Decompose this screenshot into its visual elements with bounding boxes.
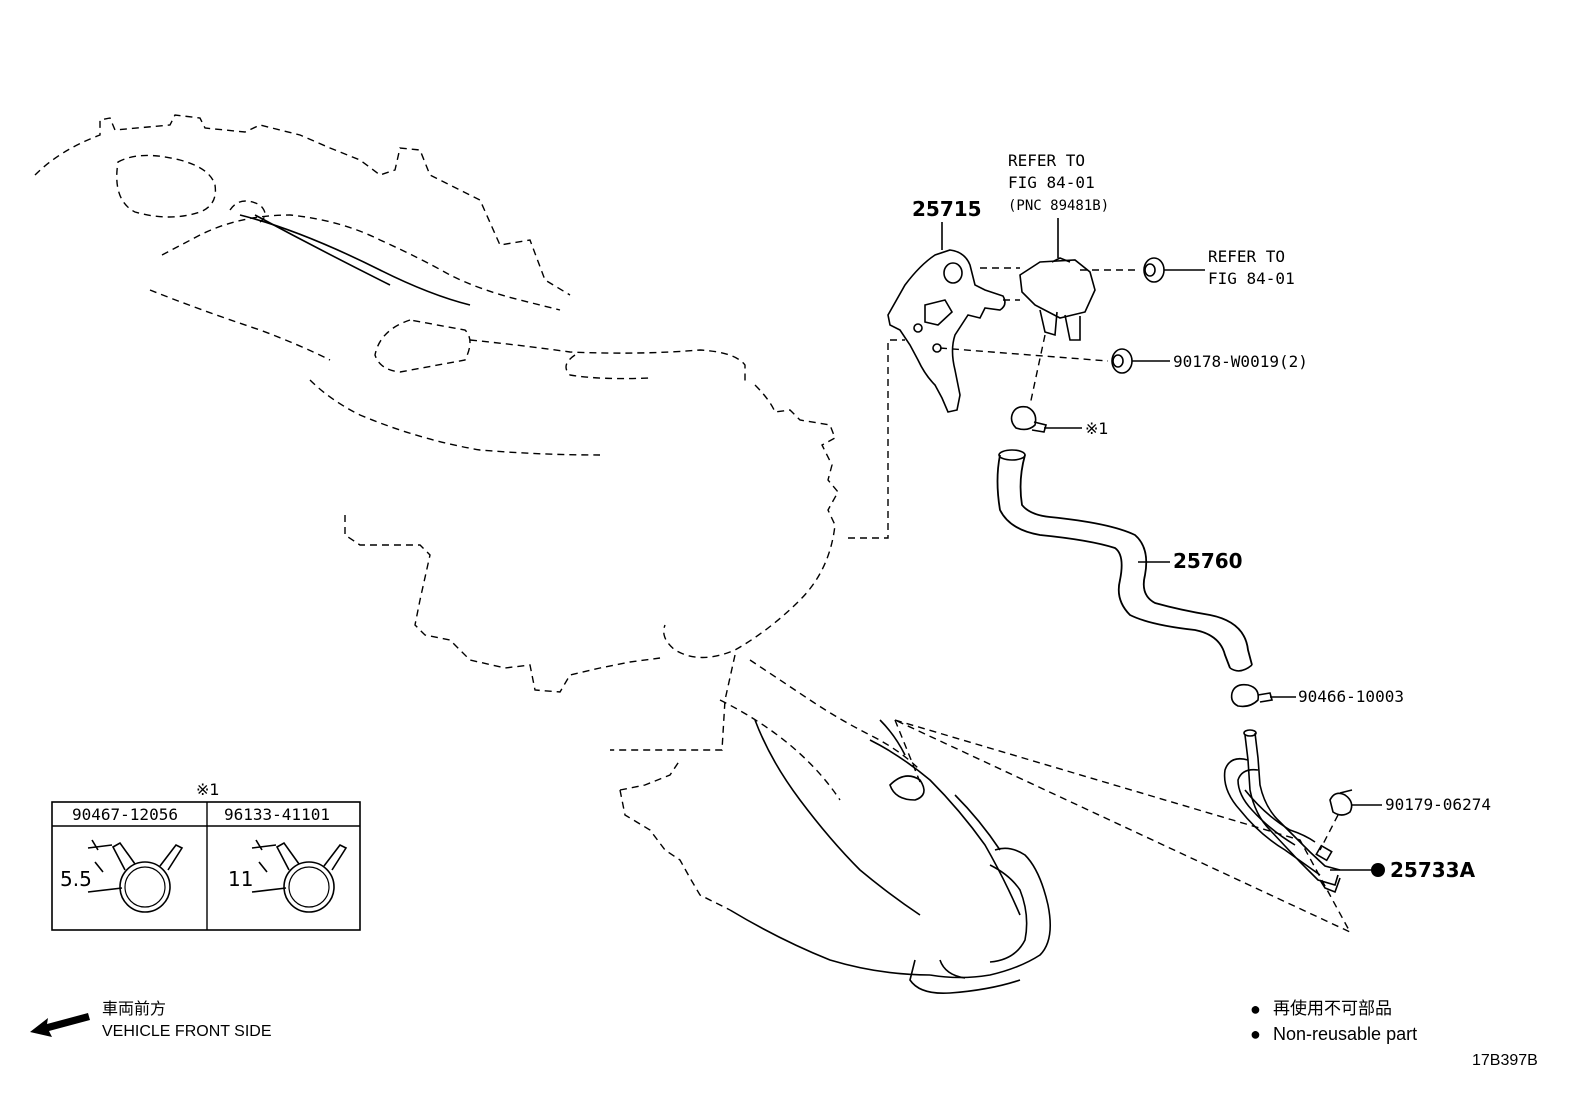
vehicle-front-indicator: 車両前方 VEHICLE FRONT SIDE [30,1000,272,1040]
inset-dim-1: 5.5 [60,867,92,891]
inset-mark: ※1 [196,780,220,799]
inset-dim-2: 11 [228,867,253,891]
clamp-inset-table: ※1 90467-12056 96133-41101 5.5 11 [51,780,361,931]
clamp-drawing-1: 5.5 [60,839,184,913]
bracket-part [887,249,1006,413]
diagram-id: 17B397B [1472,1052,1538,1069]
part-label-pipe: 25733A [1390,858,1476,882]
front-label-jp: 車両前方 [102,1000,166,1018]
part-label-clip: 90179-06274 [1385,795,1491,814]
legend-jp: 再使用不可部品 [1273,998,1392,1018]
refer-label-1-line2: FIG 84-01 [1008,173,1095,192]
front-arrow-icon [30,1013,90,1037]
clip-part [1329,789,1353,816]
refer-label-1-line1: REFER TO [1008,151,1085,170]
bracket-mount-line [848,339,905,539]
vsv-sensor [1019,257,1096,341]
legend-bullet-2: ● [1250,1024,1261,1044]
hose-clamp-part [1230,683,1274,708]
part-label-nut: 90178-W0019(2) [1173,352,1308,371]
engine-outline [34,114,1051,995]
legend-bullet-1: ● [1250,999,1261,1019]
pipe-part [1223,729,1341,894]
refer-label-1-line3: (PNC 89481B) [1008,198,1109,214]
part-label-bracket: 25715 [912,197,982,221]
part-label-hose: 25760 [1173,549,1243,573]
hose-part [996,449,1253,672]
refer-label-2-line1: REFER TO [1208,247,1285,266]
non-reusable-dot [1371,863,1385,877]
nut-90178 [1111,348,1133,374]
leaders [941,218,1382,871]
clamp-drawing-2: 11 [228,839,348,913]
nut-refer-upper [1143,257,1165,283]
clamp-ref-part [1010,405,1047,433]
detail-region-line [894,719,1352,934]
inset-part-1: 90467-12056 [72,805,178,824]
legend: ● 再使用不可部品 ● Non-reusable part [1250,998,1417,1044]
front-label-en: VEHICLE FRONT SIDE [102,1023,272,1040]
legend-en: Non-reusable part [1273,1024,1417,1044]
inset-part-2: 96133-41101 [224,805,330,824]
part-label-clamp-ref: ※1 [1085,419,1109,438]
part-label-hose-clamp: 90466-10003 [1298,687,1404,706]
refer-label-2-line2: FIG 84-01 [1208,269,1295,288]
